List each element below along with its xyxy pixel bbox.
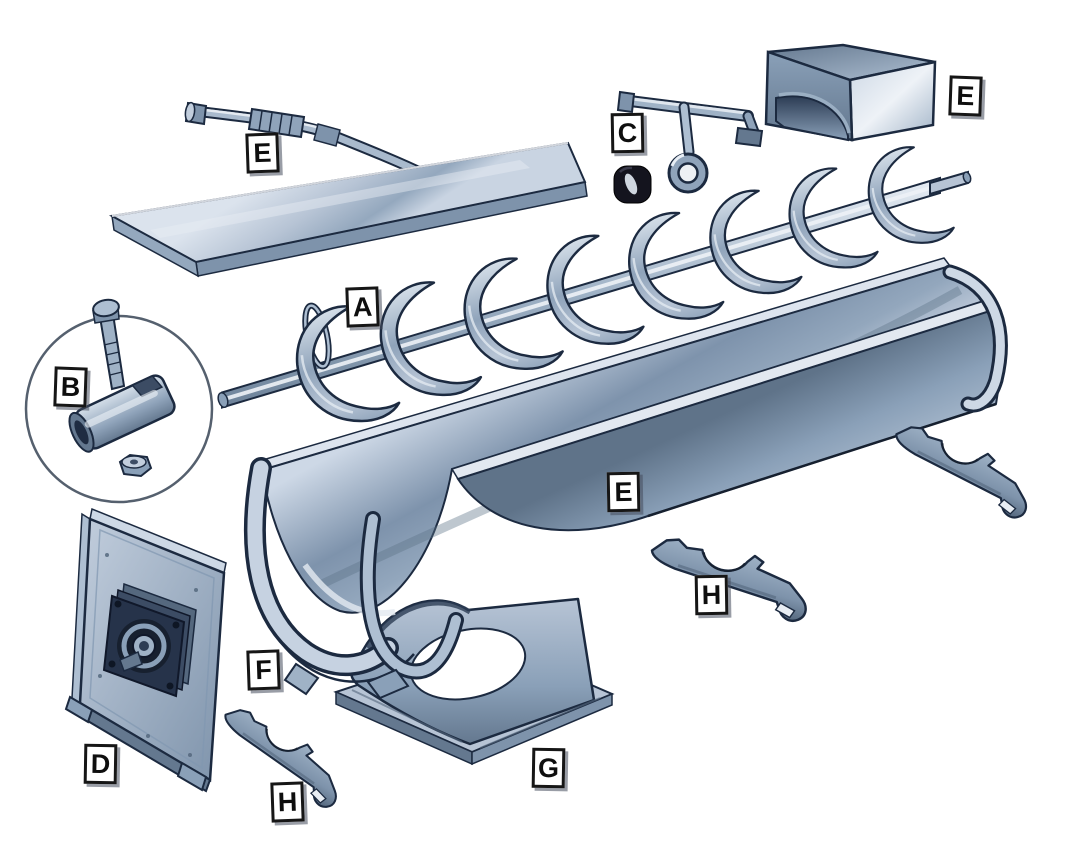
part-label-saddle: G (531, 747, 566, 789)
inlet-spout-hood (764, 43, 937, 142)
part-label-bracket-middle: H (694, 574, 729, 616)
screw-auger (217, 139, 972, 438)
coupling-sleeve (68, 374, 176, 453)
part-label-end-flange: F (246, 649, 281, 691)
hanger-bearing (613, 90, 764, 204)
support-bracket-right (883, 415, 1042, 523)
part-label-trough: E (606, 471, 641, 513)
trough-end-flange (283, 662, 410, 700)
trough (243, 257, 1008, 700)
trough-end-plate (64, 507, 227, 793)
trough-cover (108, 141, 588, 278)
shaft-end-stub (929, 170, 972, 196)
part-label-inlet-spout: E (948, 75, 983, 117)
part-label-screw-auger: A (345, 286, 380, 328)
coupling-detail-circle (24, 298, 214, 504)
part-label-end-plate: D (83, 743, 118, 785)
part-label-hanger-bearing: C (610, 112, 645, 154)
saddle-support (333, 597, 615, 766)
hanger-bushing (613, 165, 652, 204)
support-bracket-middle (642, 528, 818, 626)
part-label-coupling-detail: B (53, 366, 88, 408)
end-bearing (102, 582, 197, 698)
coupling-bolt (92, 298, 126, 391)
coupling-nut (118, 453, 153, 478)
part-label-bracket-left: H (270, 781, 305, 823)
part-label-cover-clamp: E (245, 132, 280, 174)
